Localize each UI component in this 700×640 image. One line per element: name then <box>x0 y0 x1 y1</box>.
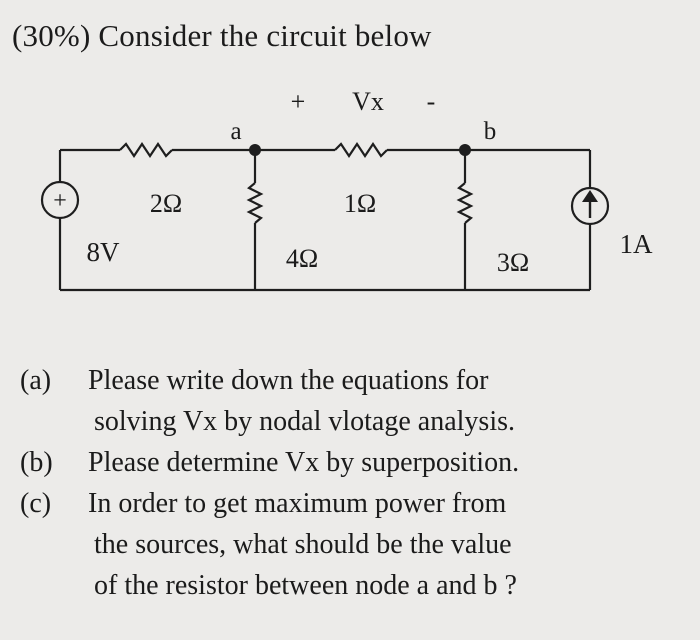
question-c-text: In order to get maximum power from the s… <box>88 483 692 606</box>
question-a-line-2: solving Vx by nodal vlotage analysis. <box>94 406 515 437</box>
question-b-label: (b) <box>20 447 53 478</box>
circuit-diagram: + + Vx - a b 2Ω 1Ω 4Ω 3Ω 8V 1A <box>40 87 654 292</box>
resistor-4ohm <box>246 182 264 224</box>
question-a-label: (a) <box>20 365 52 396</box>
vx-plus-label: + <box>291 87 306 116</box>
resistor-4ohm-label: 4Ω <box>286 244 318 273</box>
resistor-2ohm-label: 2Ω <box>150 189 182 218</box>
resistor-3ohm-label: 3Ω <box>497 248 529 277</box>
node-a-label: a <box>230 118 241 145</box>
node-b-label: b <box>484 118 497 145</box>
current-source-icon <box>570 186 610 226</box>
resistor-2ohm <box>119 142 173 158</box>
voltage-source-icon <box>40 180 80 220</box>
question-b-text: Please determine Vx by superposition. <box>88 442 692 483</box>
problem-title: (30%) Consider the circuit below <box>12 18 432 53</box>
question-a-line-1: Please write down the equations for <box>88 365 489 396</box>
question-b-line-1: Please determine Vx by superposition. <box>88 447 520 478</box>
question-c-line-3: of the resistor between node a and b ? <box>94 570 517 601</box>
current-arrowhead-icon <box>582 190 598 202</box>
current-source-value: 1A <box>620 229 654 259</box>
vx-minus-label: - <box>427 87 436 116</box>
question-c: (c) In order to get maximum power from t… <box>20 483 692 606</box>
voltage-source-value: 8V <box>87 237 121 267</box>
resistor-1ohm <box>334 142 388 158</box>
node-b-dot <box>459 144 471 156</box>
resistor-1ohm-label: 1Ω <box>344 189 376 218</box>
question-a-text: Please write down the equations for solv… <box>88 360 692 442</box>
question-c-line-2: the sources, what should be the value <box>94 529 512 560</box>
voltage-source-polarity: + <box>53 188 67 214</box>
node-a-dot <box>249 144 261 156</box>
vx-label: Vx <box>352 87 384 116</box>
question-c-line-1: In order to get maximum power from <box>88 488 507 519</box>
question-a: (a) Please write down the equations for … <box>20 360 692 442</box>
resistor-3ohm <box>456 182 474 224</box>
question-b: (b) Please determine Vx by superposition… <box>20 442 692 483</box>
question-c-label: (c) <box>20 488 52 519</box>
question-list: (a) Please write down the equations for … <box>20 360 692 606</box>
